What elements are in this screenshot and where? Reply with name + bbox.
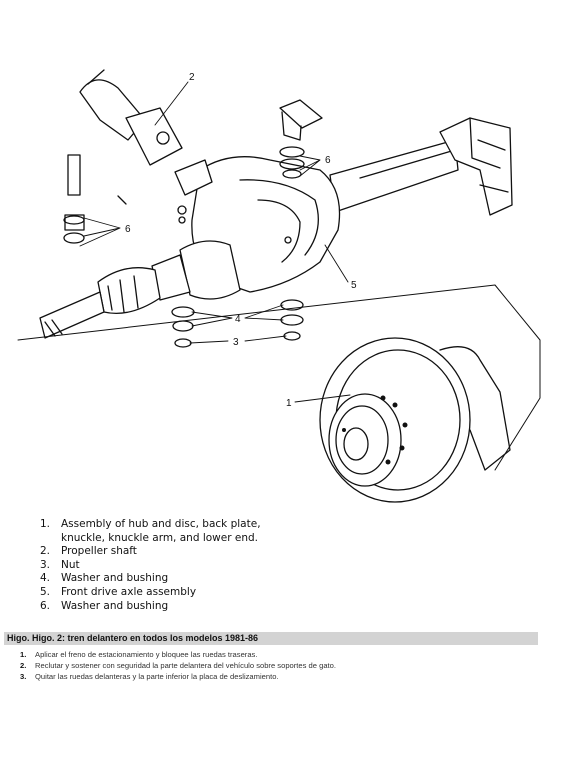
step-number: 2. <box>20 661 27 670</box>
figure-caption: Higo. Higo. 2: tren delantero en todos l… <box>4 632 538 645</box>
callout-leaders <box>79 81 351 403</box>
propeller-shaft <box>79 69 183 166</box>
callout-6-left: 6 <box>125 224 131 235</box>
stud-bolt <box>63 154 85 244</box>
right-axle-bracket <box>439 117 513 216</box>
legend-text: Washer and bushing <box>61 572 169 585</box>
legend-item: 1. Assembly of hub and disc, back plate,… <box>40 518 261 545</box>
step-item: 2. Reclutar y sostener con seguridad la p… <box>20 660 336 671</box>
legend-text-line: Assembly of hub and disc, back plate, <box>61 518 261 530</box>
legend-number: 5. <box>40 585 51 598</box>
step-text: Quitar las ruedas delanteras y la parte … <box>35 672 279 681</box>
hub-and-disc-assembly <box>319 337 511 503</box>
legend-number: 1. <box>40 518 51 530</box>
legend-item: 5. Front drive axle assembly <box>40 586 261 600</box>
step-number: 1. <box>20 650 27 659</box>
legend-number: 3. <box>40 558 51 571</box>
legend-text: Assembly of hub and disc, back plate, kn… <box>61 518 261 545</box>
legend-text: Propeller shaft <box>61 545 137 558</box>
legend-text: Washer and bushing <box>61 599 169 612</box>
step-item: 3. Quitar las ruedas delanteras y la part… <box>20 671 336 682</box>
axle-exploded-diagram: 2 6 6 4 3 5 1 <box>17 69 541 503</box>
callout-6-upper: 6 <box>325 155 331 166</box>
callout-4: 4 <box>235 314 241 325</box>
legend-item: 6. Washer and bushing <box>40 600 261 614</box>
step-text: Aplicar el freno de estacionamiento y bl… <box>35 650 258 659</box>
legend-number: 6. <box>40 599 51 612</box>
callout-2: 2 <box>189 72 195 83</box>
step-item: 1. Aplicar el freno de estacionamiento y … <box>20 649 336 660</box>
legend-text: Nut <box>61 558 80 571</box>
step-text: Reclutar y sostener con seguridad la par… <box>35 661 336 670</box>
upper-mount-bracket <box>279 99 323 179</box>
callout-3: 3 <box>233 337 239 348</box>
legend-item: 2. Propeller shaft <box>40 545 261 559</box>
legend-item: 4. Washer and bushing <box>40 572 261 586</box>
legend-number: 2. <box>40 545 51 558</box>
legend-number: 4. <box>40 572 51 585</box>
callout-5: 5 <box>351 280 357 291</box>
axle-tube <box>329 139 459 213</box>
callout-1: 1 <box>286 398 292 409</box>
procedure-steps: 1. Aplicar el freno de estacionamiento y … <box>20 649 336 682</box>
left-drive-shaft <box>39 240 241 339</box>
legend-text-line: knuckle, knuckle arm, and lower end. <box>61 531 258 544</box>
legend-text: Front drive axle assembly <box>61 585 197 598</box>
step-number: 3. <box>20 672 27 681</box>
parts-legend: 1. Assembly of hub and disc, back plate,… <box>40 518 261 613</box>
legend-item: 3. Nut <box>40 559 261 573</box>
